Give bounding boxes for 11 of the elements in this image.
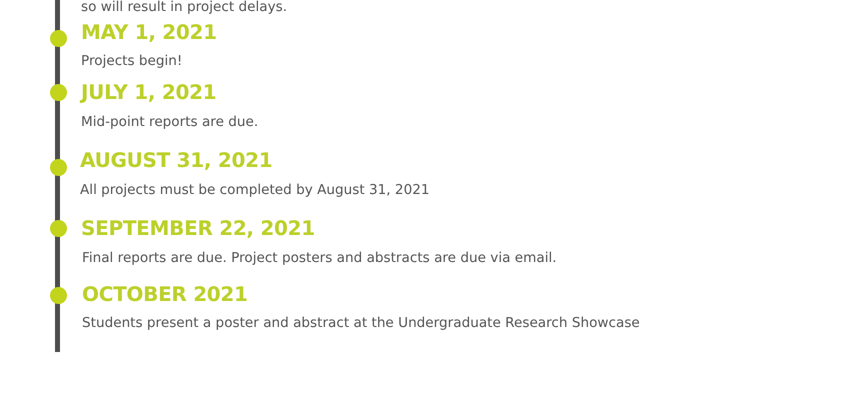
event-description: Final reports are due. Project posters and abstracts are due via email. (82, 251, 557, 267)
event-description: Projects begin! (81, 54, 182, 70)
date-heading: AUGUST 31, 2021 (80, 149, 272, 172)
event-description: Mid-point reports are due. (81, 115, 258, 131)
date-heading: OCTOBER 2021 (82, 283, 248, 306)
date-heading: MAY 1, 2021 (81, 21, 217, 44)
event-description: Students present a poster and abstract at the Undergraduate Research Showcase (82, 316, 640, 332)
event-description: All projects must be completed by August 31, 2021 (80, 183, 430, 199)
date-heading: SEPTEMBER 22, 2021 (81, 217, 315, 240)
date-heading: JULY 1, 2021 (81, 81, 216, 104)
event-description: so will result in project delays. (81, 0, 288, 16)
